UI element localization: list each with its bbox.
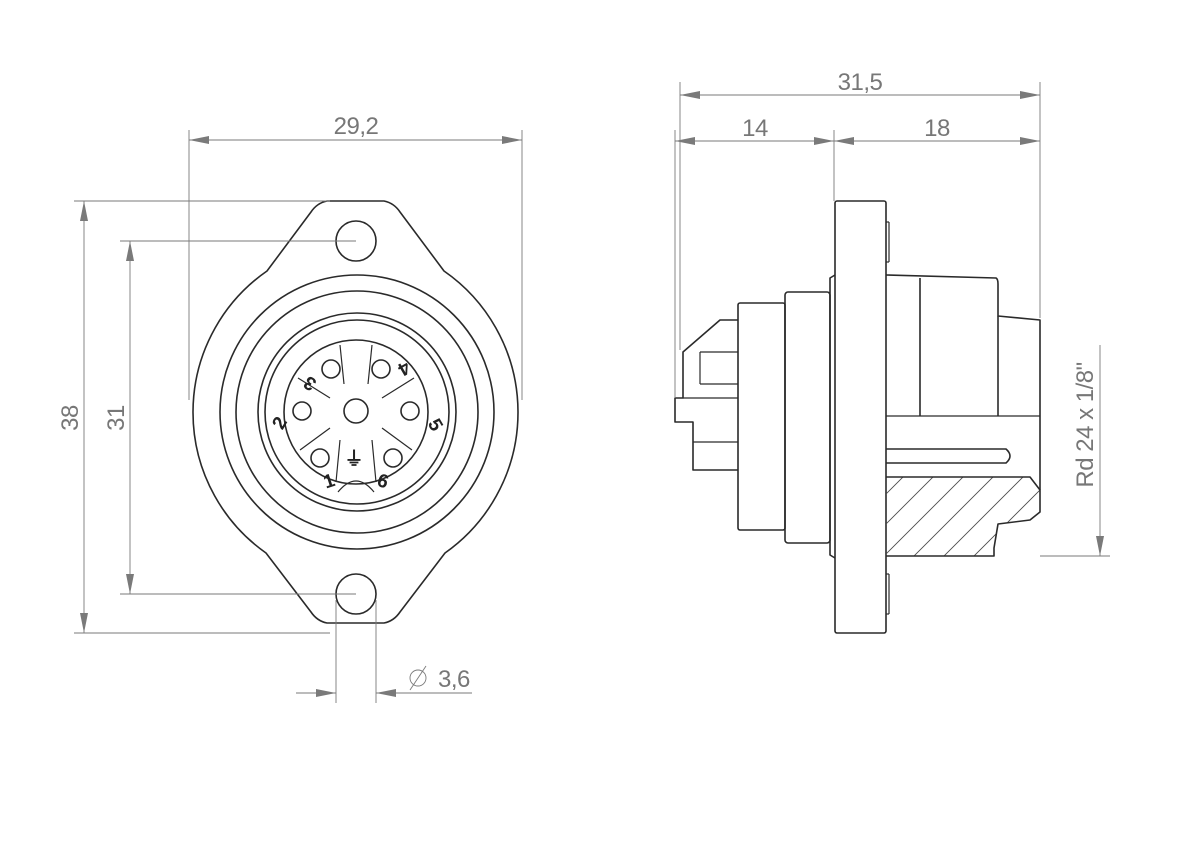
contact-insert [283,339,429,485]
pin-4 [371,359,391,379]
pin-label-3: 3 [300,371,320,394]
front-ring-3 [257,312,457,512]
dim-hole-diameter-text: 3,6 [438,666,470,693]
dim-thread-text: Rd 24 x 1/8" [1072,362,1099,487]
front-view: 3 4 2 5 1 6 ⏚ [192,200,519,624]
dim-width-text: 29,2 [334,113,379,140]
front-ring-2 [235,290,479,534]
pin-label-5: 5 [423,415,447,435]
dim-height-text: 38 [57,405,84,431]
pin-center [343,398,369,424]
side-slot [886,448,1011,464]
front-dimensions: 29,2 38 31 3,6 [57,113,523,703]
front-flange-outline [192,200,519,624]
side-rear-body [885,274,1041,490]
pin-5 [400,401,420,421]
pin-3 [321,359,341,379]
insert-separators [297,344,415,483]
pin-label-4: 4 [394,356,414,380]
dim-hole-spacing-text: 31 [103,405,130,431]
side-view [674,200,1041,634]
pin-label-6: 6 [374,470,391,493]
coding-key [337,480,375,493]
pin-label-2: 2 [268,413,291,433]
side-dimensions: 31,5 14 18 Rd 24 x 1/8" [674,69,1110,557]
dim-rear-length-text: 18 [924,115,950,142]
pin-1 [310,448,330,468]
side-latch [674,319,738,471]
side-flange [834,200,887,634]
pin-6 [383,448,403,468]
pin-2 [292,401,312,421]
dim-overall-length-text: 31,5 [838,69,883,96]
ground-symbol-icon: ⏚ [344,448,363,470]
front-ring-1 [219,274,495,550]
front-ring-4 [264,319,450,505]
diameter-icon [409,665,427,691]
dim-front-length-text: 14 [742,115,768,142]
